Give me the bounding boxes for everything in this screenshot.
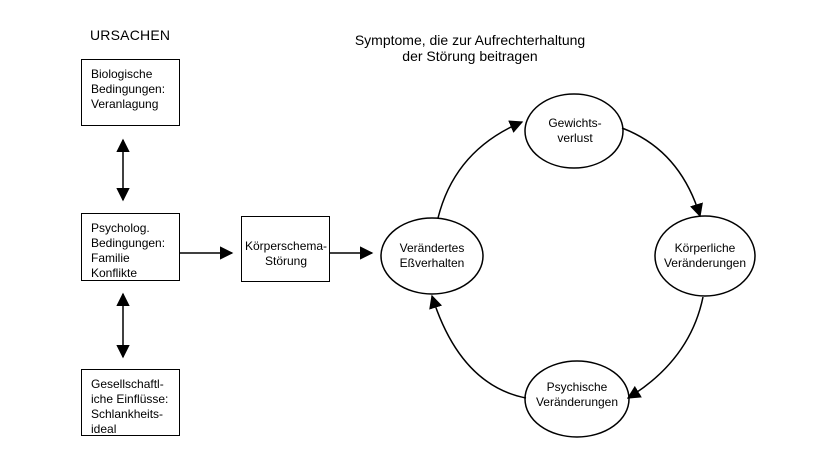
psychological-changes-label: Psychische Veränderungen: [535, 380, 619, 409]
weight-loss-label: Gewichts- verlust: [548, 116, 602, 145]
eating-behavior-label: Verändertes Eßverhalten: [399, 241, 465, 270]
body-image-disorder-box: Körperschema- Störung: [241, 216, 330, 282]
arc-eating-weightloss: [437, 120, 524, 219]
arc-physical-psych: [626, 296, 704, 399]
arc-psych-eating: [429, 294, 527, 399]
ellipse-eating: [380, 217, 484, 295]
societal-influences-box: Gesellschaftl- iche Einflüsse: Schlankhe…: [81, 369, 180, 436]
ellipse-physical: [654, 215, 756, 297]
physical-changes-label: Körperliche Veränderungen: [663, 241, 747, 270]
causes-title: URSACHEN: [90, 27, 171, 43]
ellipse-weight-loss: [524, 93, 624, 169]
biological-conditions-box: Biologische Bedingungen: Veranlagung: [81, 59, 180, 126]
symptoms-title: Symptome, die zur Aufrechterhaltung der …: [354, 32, 586, 64]
ellipse-psychological: [524, 360, 630, 438]
psychological-conditions-box: Psycholog. Bedingungen: Familie Konflikt…: [81, 213, 180, 281]
arc-weightloss-physical: [621, 127, 703, 218]
